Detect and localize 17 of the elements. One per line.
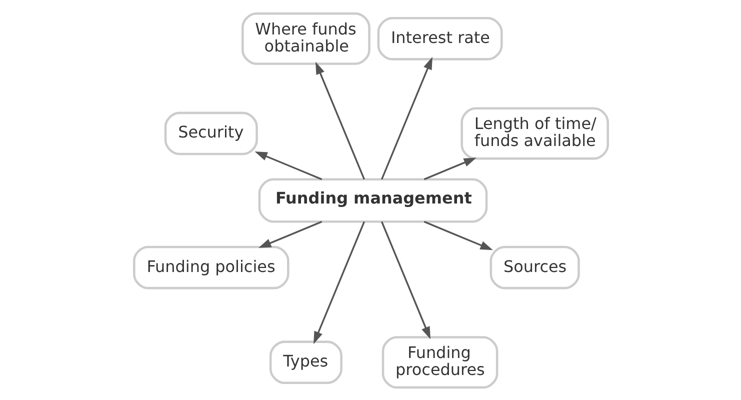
node-box: Sources xyxy=(489,245,580,289)
arrow xyxy=(380,56,432,180)
arrow xyxy=(315,61,365,180)
node-box: Funding procedures xyxy=(381,336,498,388)
node-box: Where funds obtainable xyxy=(241,12,370,64)
arrow xyxy=(380,220,430,339)
node-box: Funding policies xyxy=(132,245,289,289)
arrow xyxy=(313,220,365,344)
arrow xyxy=(423,220,492,250)
node-box: Length of time/ funds available xyxy=(460,106,608,160)
arrow xyxy=(258,220,322,248)
node-box: Types xyxy=(268,340,342,384)
arrow xyxy=(254,151,322,180)
node-box: Funding management xyxy=(258,178,488,222)
node-box: Interest rate xyxy=(376,16,502,60)
node-box: Security xyxy=(164,111,258,155)
arrow xyxy=(423,157,476,180)
